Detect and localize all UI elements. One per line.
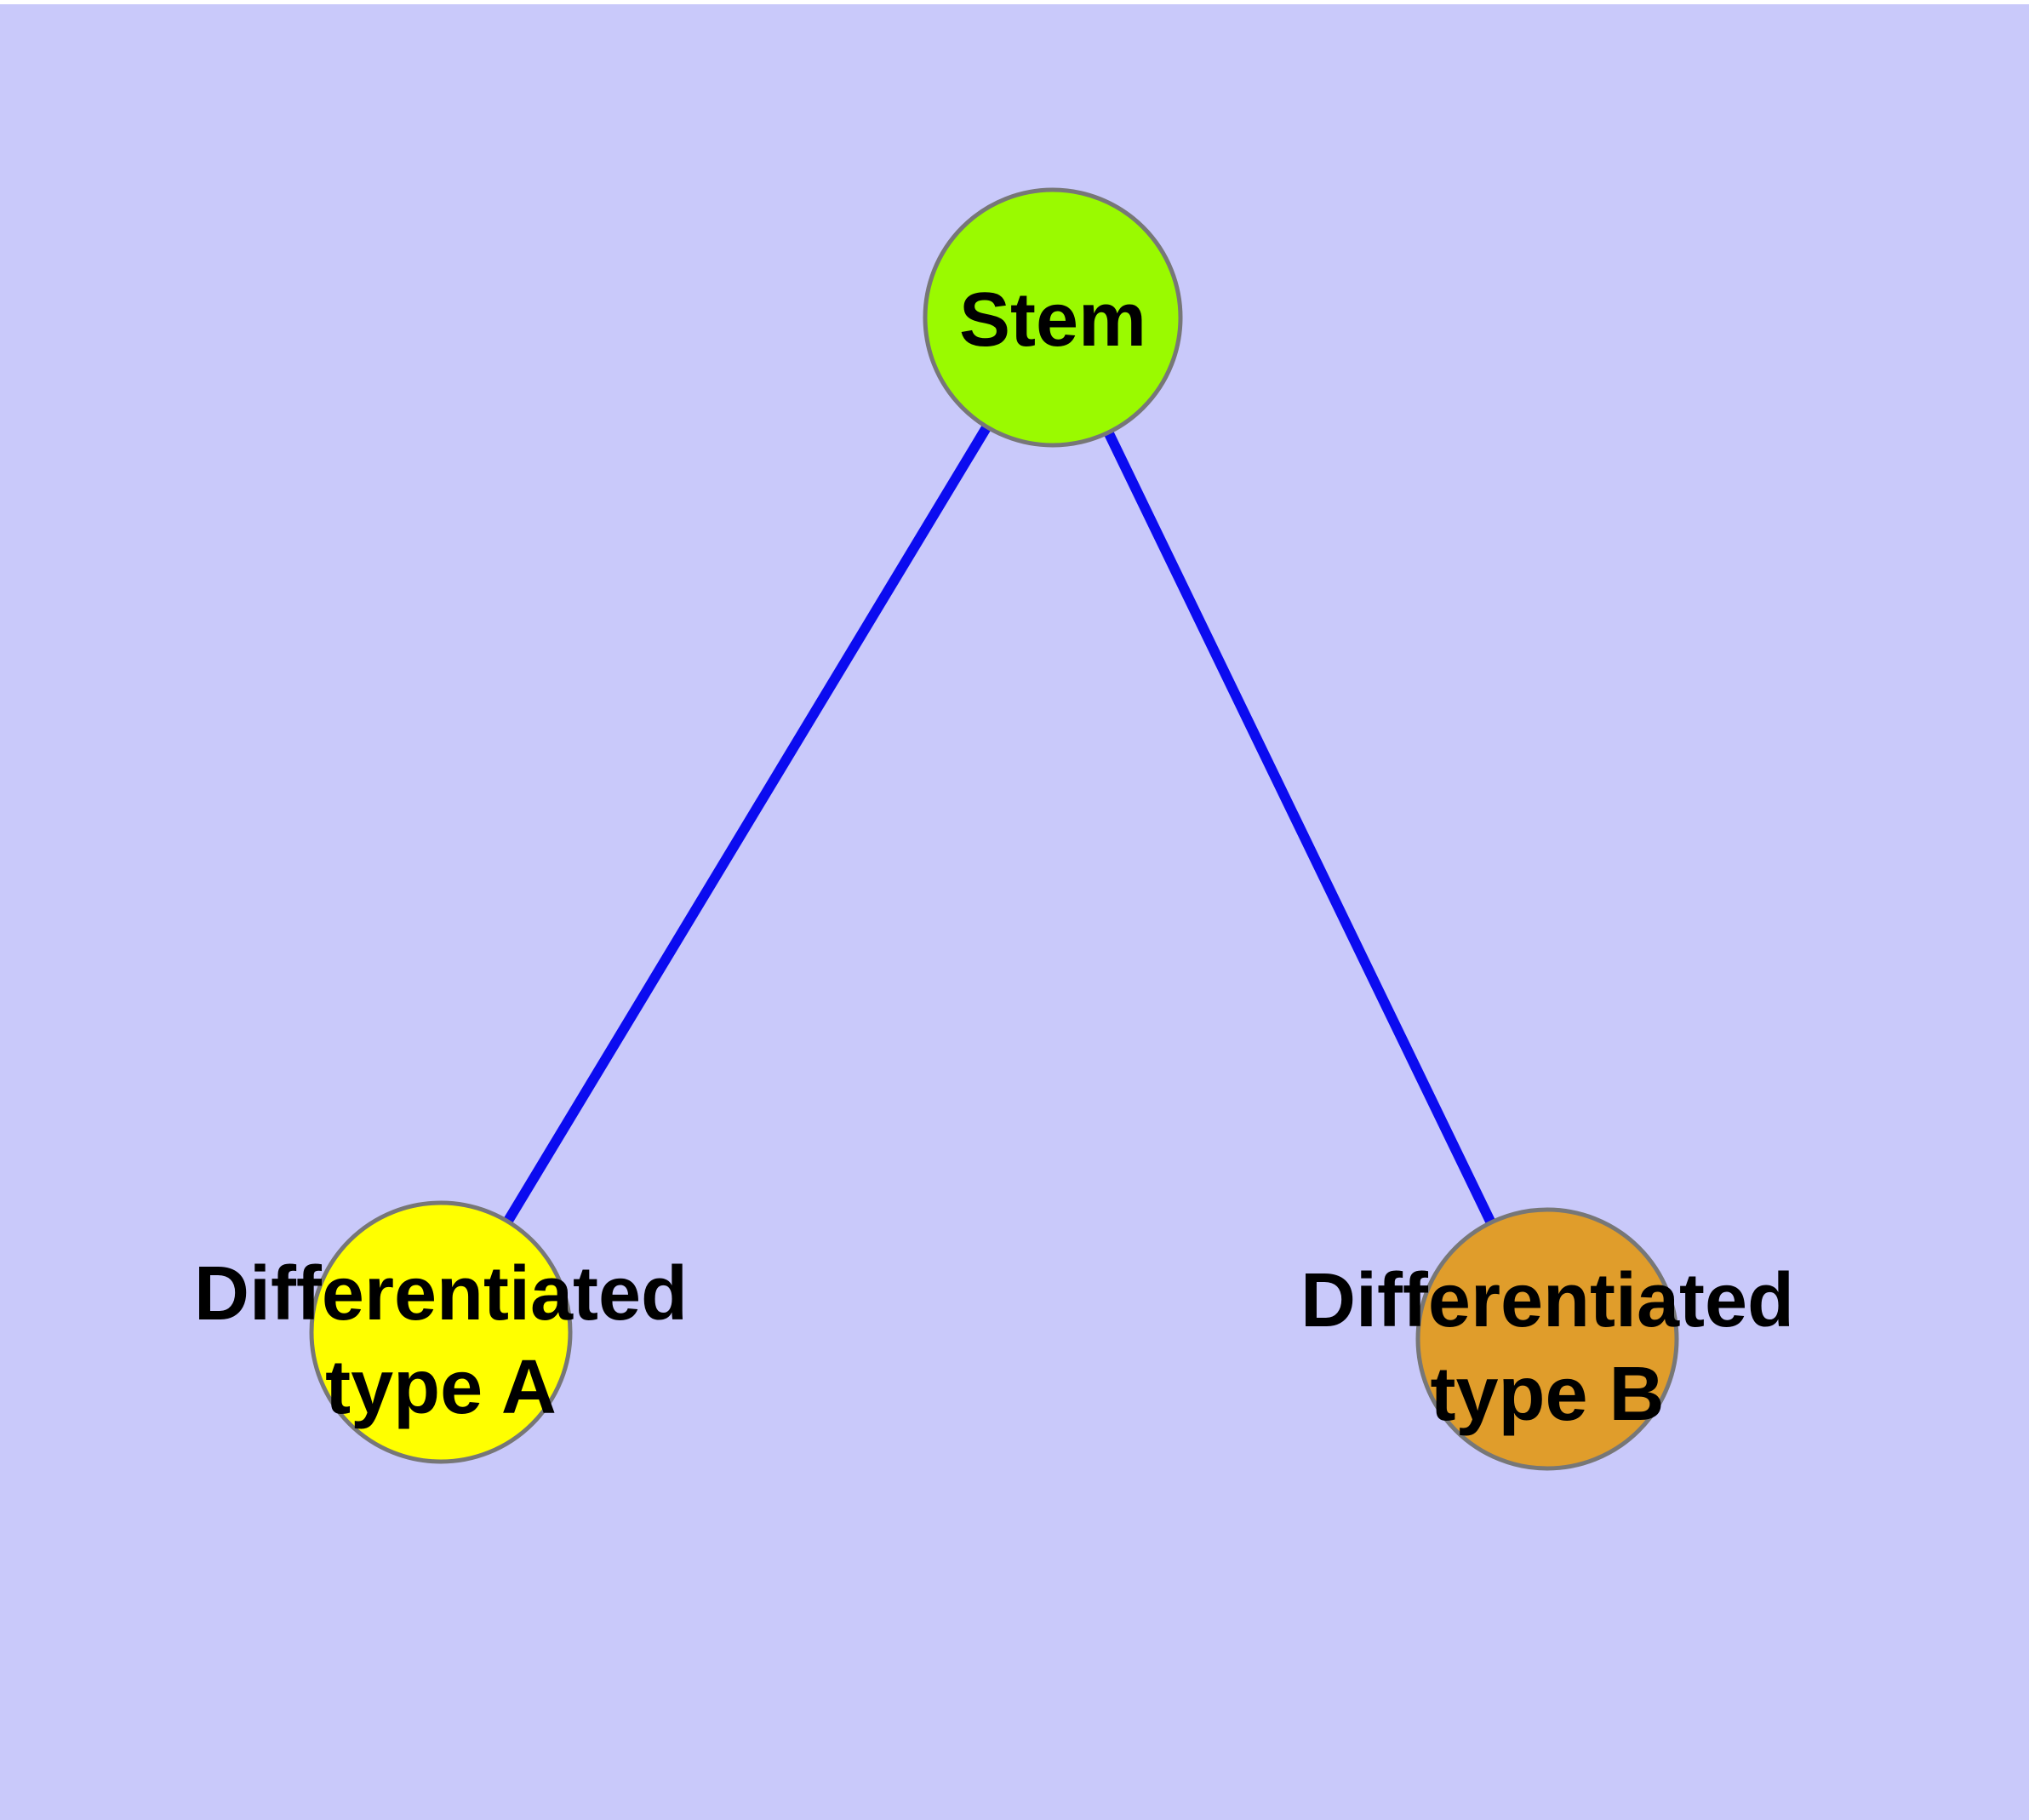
- type-b-label-line1: Differentiated: [1300, 1258, 1794, 1343]
- stem-node-circle: [925, 190, 1180, 445]
- edge-stem-to-type-b: [1048, 315, 1552, 1342]
- type-b-node-circle: [1418, 1210, 1677, 1468]
- stem-node-label: Stem: [959, 278, 1146, 363]
- type-a-label-line1: Differentiated: [194, 1251, 688, 1336]
- stem-node-border: [923, 187, 1183, 448]
- type-a-label-line2: type A: [325, 1345, 557, 1430]
- type-a-node-border: [309, 1200, 573, 1464]
- type-a-node-circle: [311, 1203, 570, 1462]
- edge-stem-to-type-a: [436, 314, 1058, 1336]
- type-b-label-line2: type B: [1430, 1352, 1664, 1437]
- type-b-node-border: [1415, 1207, 1679, 1471]
